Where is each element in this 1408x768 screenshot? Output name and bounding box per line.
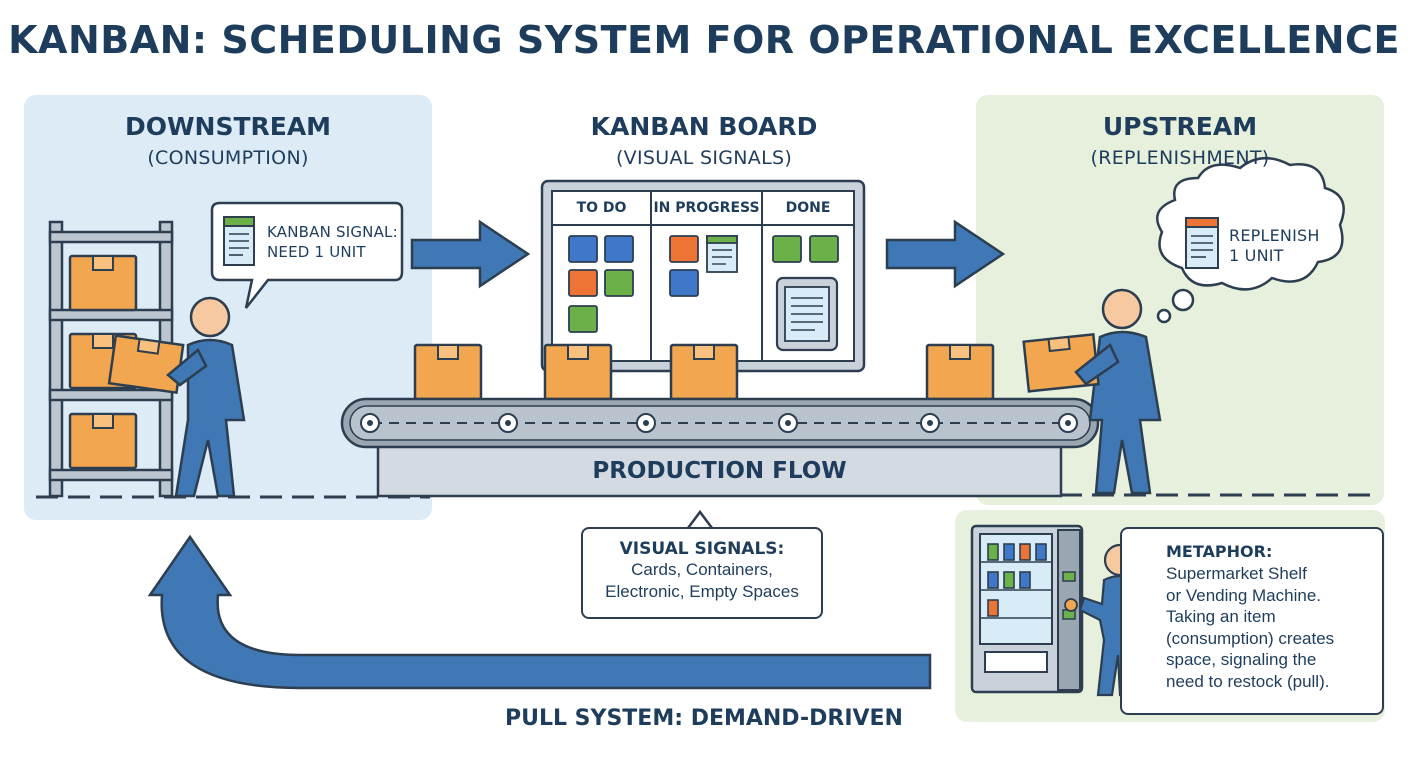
board-title: KANBAN BOARD (590, 112, 818, 141)
board-heading: KANBAN BOARD (VISUAL SIGNALS) (500, 112, 908, 169)
upstream-heading: UPSTREAM (REPLENISHMENT) (976, 112, 1384, 169)
visual-signals-box: VISUAL SIGNALS: Cards, Containers, Elect… (581, 527, 823, 619)
metaphor-line: space, signaling the (1166, 650, 1317, 669)
replenish-note-icon (1185, 217, 1219, 269)
replenish-text: REPLENISH 1 UNIT (1229, 226, 1339, 266)
metaphor-line: Taking an item (1166, 607, 1276, 626)
flow-arrow-icon (885, 219, 1006, 289)
page-title: KANBAN: SCHEDULING SYSTEM FOR OPERATIONA… (8, 18, 1400, 62)
metaphor-line: or Vending Machine. (1166, 585, 1321, 605)
flow-arrow-icon (410, 219, 531, 289)
visual-signals-title: VISUAL SIGNALS: (619, 539, 785, 559)
kanban-signal-bubble (210, 201, 404, 309)
downstream-title: DOWNSTREAM (124, 112, 332, 141)
pull-system-label: PULL SYSTEM: DEMAND-DRIVEN (505, 706, 903, 731)
metaphor-title: METAPHOR: (1166, 542, 1273, 561)
vending-machine-icon (970, 524, 1084, 694)
kanban-signal-text: KANBAN SIGNAL: NEED 1 UNIT (267, 222, 402, 262)
upstream-subtitle: (REPLENISHMENT) (1090, 147, 1270, 169)
signals-box-pointer (687, 509, 713, 529)
visual-signals-line2: Electronic, Empty Spaces (605, 582, 799, 601)
downstream-heading: DOWNSTREAM (CONSUMPTION) (24, 112, 432, 169)
kanban-signal-line1: KANBAN SIGNAL: (267, 223, 398, 241)
column-header-in-progress: IN PROGRESS (653, 200, 760, 216)
metaphor-line: Supermarket Shelf (1166, 564, 1307, 583)
kanban-signal-line2: NEED 1 UNIT (267, 243, 366, 261)
replenish-line1: REPLENISH (1229, 226, 1320, 245)
metaphor-box: METAPHOR: Supermarket Shelf or Vending M… (1120, 527, 1384, 715)
production-flow-label: PRODUCTION FLOW (592, 458, 847, 484)
upstream-title: UPSTREAM (1102, 112, 1258, 141)
tablet-icon (775, 276, 839, 352)
supplier-worker-icon (1022, 288, 1162, 495)
column-header-todo: TO DO (576, 200, 627, 216)
visual-signals-line1: Cards, Containers, (631, 560, 773, 579)
storage-shelf-icon (48, 220, 174, 498)
pull-arrow-icon (147, 534, 932, 690)
metaphor-line: (consumption) creates (1166, 628, 1335, 648)
conveyor-belt-icon (340, 397, 1100, 498)
board-subtitle: (VISUAL SIGNALS) (615, 147, 793, 169)
conveyor-boxes (413, 343, 995, 401)
metaphor-line: need to restock (pull). (1166, 671, 1330, 691)
kanban-board-icon (540, 179, 866, 373)
column-header-done: DONE (785, 200, 831, 216)
replenish-line2: 1 UNIT (1229, 246, 1284, 265)
consumer-worker-icon (107, 296, 246, 498)
downstream-subtitle: (CONSUMPTION) (147, 147, 309, 169)
